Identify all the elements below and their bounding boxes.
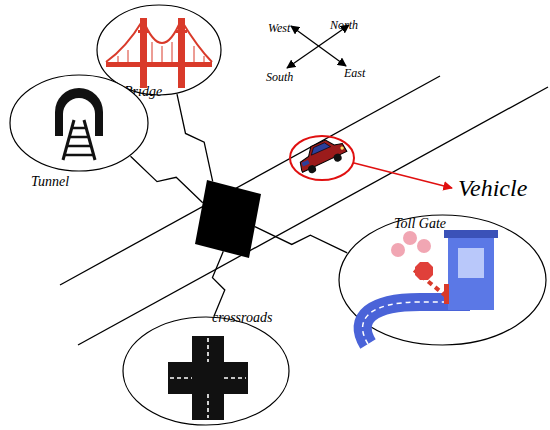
car-symbol bbox=[294, 134, 349, 177]
coin-symbol bbox=[417, 239, 431, 253]
location-name: crossroads bbox=[212, 310, 272, 325]
tunnel-arch bbox=[55, 88, 103, 136]
tunnel-tie bbox=[65, 128, 93, 155]
location-name: Toll Gate bbox=[394, 216, 446, 231]
compass-label: West bbox=[268, 22, 290, 35]
wireless-link bbox=[131, 156, 203, 203]
ellipse-outline bbox=[10, 75, 148, 171]
location-name: Tunnel bbox=[31, 174, 69, 189]
road-arm bbox=[168, 362, 248, 394]
node-outline bbox=[195, 180, 261, 258]
unit-square bbox=[195, 180, 261, 258]
bridge-bar bbox=[176, 30, 187, 33]
ellipse-outline bbox=[97, 5, 221, 95]
node-outline bbox=[338, 214, 547, 346]
compass-label: East bbox=[344, 67, 365, 80]
bridge-tower bbox=[140, 18, 147, 88]
callout-label: Vehicle bbox=[458, 175, 527, 201]
toll-booth bbox=[448, 236, 494, 310]
bridge-icon bbox=[106, 18, 212, 88]
wireless-link bbox=[177, 94, 213, 181]
location-ellipse: crossroads bbox=[122, 316, 290, 426]
tunnel-icon bbox=[55, 88, 103, 160]
stop-sign bbox=[415, 262, 433, 280]
tollgate-icon bbox=[363, 230, 498, 344]
toll-road-line bbox=[363, 302, 470, 344]
bridge-bar bbox=[138, 30, 149, 33]
car-window bbox=[309, 141, 331, 155]
toll-barrier bbox=[414, 270, 446, 296]
coin-symbol bbox=[391, 243, 405, 257]
bridge-deck bbox=[106, 62, 212, 67]
road-arm bbox=[192, 336, 224, 420]
wireless-link bbox=[212, 251, 224, 316]
location-ellipse: Toll Gate bbox=[338, 214, 547, 346]
coin-symbol bbox=[403, 231, 417, 245]
vehicle-pointer bbox=[354, 163, 452, 188]
roadside-unit bbox=[195, 180, 261, 258]
ellipse-outline bbox=[123, 317, 289, 425]
bridge-tower bbox=[178, 18, 185, 88]
toll-barrier-post bbox=[444, 284, 449, 304]
tunnel-opening bbox=[63, 98, 95, 136]
ellipse-outline bbox=[339, 215, 546, 345]
vehicle-highlight bbox=[290, 136, 354, 180]
lane-mark bbox=[170, 338, 246, 418]
toll-booth-window bbox=[458, 248, 484, 278]
crossroads-icon bbox=[168, 336, 248, 420]
car-wheel bbox=[332, 152, 343, 163]
car-body bbox=[294, 134, 347, 172]
car-window bbox=[302, 160, 310, 167]
node-outline bbox=[122, 316, 290, 426]
compass-label: North bbox=[330, 19, 358, 32]
car-wheel bbox=[307, 164, 318, 175]
toll-booth-roof bbox=[444, 230, 498, 238]
bridge-cable bbox=[106, 20, 212, 62]
wireless-link bbox=[255, 227, 347, 253]
bridge-hanger bbox=[118, 42, 204, 62]
location-ellipse: Tunnel bbox=[9, 74, 149, 172]
tunnel-rail bbox=[84, 120, 95, 160]
node-outline bbox=[9, 74, 149, 172]
tunnel-rail bbox=[63, 120, 74, 160]
car-light bbox=[340, 146, 344, 150]
compass-label: South bbox=[266, 71, 293, 84]
toll-road bbox=[363, 302, 470, 344]
